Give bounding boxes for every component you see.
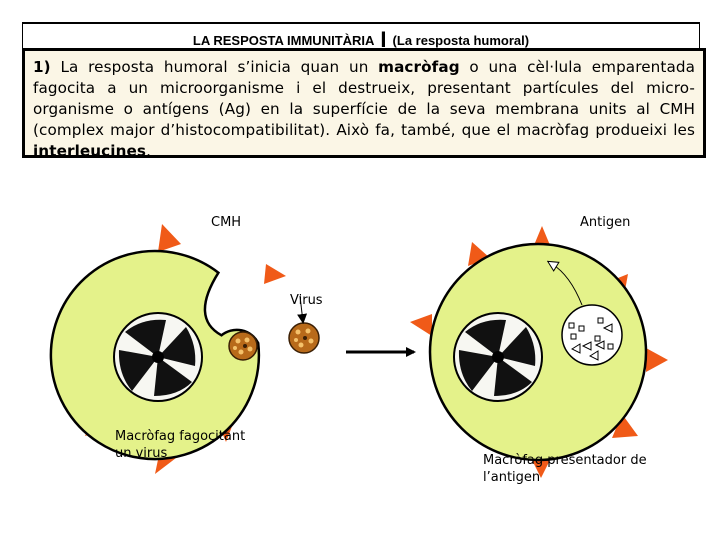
virus-label: Virus	[290, 293, 323, 308]
intro-text-2: o una cèl·lula emparentada fagocita a un…	[33, 58, 696, 139]
left-caption-line-2: un virus	[115, 446, 168, 461]
right-nucleus-pinwheel	[458, 319, 536, 396]
intro-number: 1)	[33, 58, 51, 76]
virus-pointer	[297, 295, 308, 324]
macrophage-presenting	[410, 226, 668, 478]
page-title: LA RESPOSTA IMMUNITÀRIA	[192, 32, 375, 48]
antigen-transport-arrow	[552, 264, 583, 306]
intro-text-1: La resposta humoral s’inicia quan un	[50, 58, 379, 76]
intro-text-box: 1) La resposta humoral s’inicia quan un …	[22, 48, 706, 160]
right-caption-line-1: Macròfag presentador de	[483, 453, 647, 468]
intro-paragraph: 1) La resposta humoral s’inicia quan un …	[33, 57, 695, 162]
antigen-label: Antigen	[580, 215, 631, 230]
intro-text-3: .	[146, 142, 151, 160]
cmh-label: CMH	[211, 215, 242, 230]
right-caption: Macròfag presentador de l’antigen	[483, 452, 647, 486]
intro-keyword-interleucines: interleucines	[33, 142, 147, 160]
engulfed-virus	[228, 331, 258, 361]
free-virus	[288, 322, 320, 354]
left-caption: Macròfag fagocitant un virus	[115, 428, 245, 462]
macrophage-phagocytosing	[49, 224, 286, 474]
left-nucleus-pinwheel	[118, 319, 196, 396]
right-caption-line-2: l’antigen	[483, 470, 541, 485]
antigen-fragments	[568, 317, 614, 361]
title-separator: I	[380, 27, 387, 52]
page-subtitle: (La resposta humoral)	[392, 32, 530, 48]
left-caption-line-1: Macròfag fagocitant	[115, 429, 246, 444]
intro-keyword-macrofag: macròfag	[378, 58, 460, 76]
